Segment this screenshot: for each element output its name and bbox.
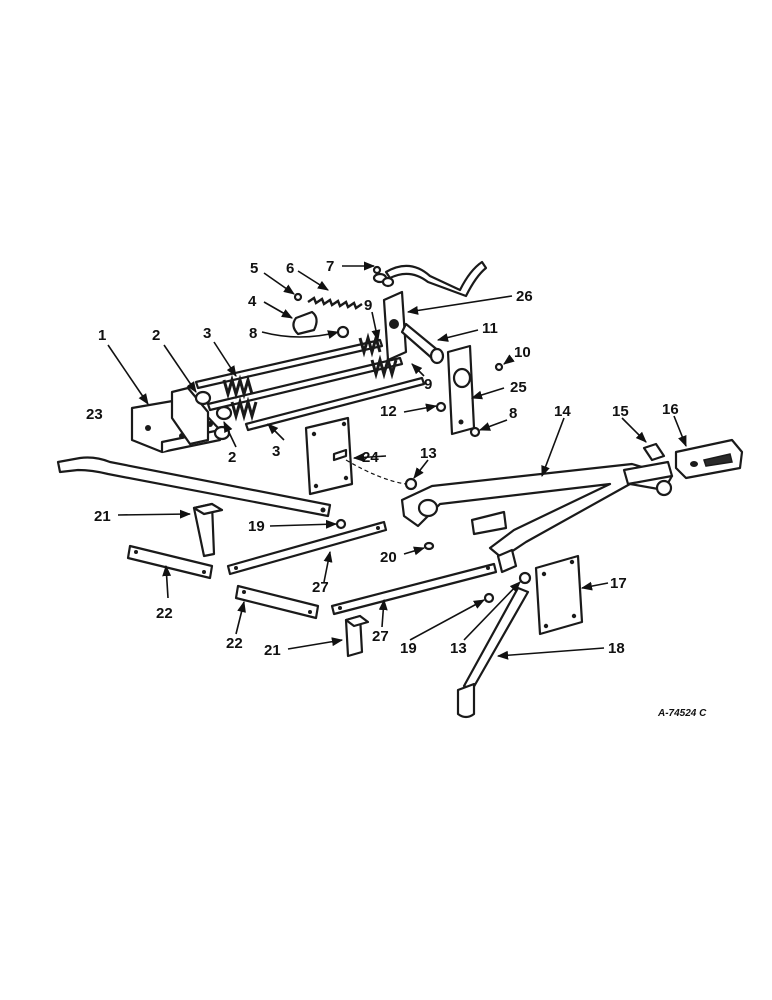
callout-23: 23 [86,406,103,423]
part-14-a-frame [400,460,674,574]
part-8-nut-top [336,325,350,339]
callout-13: 13 [450,640,467,657]
part-23-long-bar [56,456,332,518]
part-22-strap-left [126,544,214,580]
callout-24: 24 [362,449,379,466]
callout-3: 3 [272,443,280,460]
callout-15: 15 [612,403,629,420]
callout-21: 21 [94,508,111,525]
part-3-rods [194,338,426,432]
callout-18: 18 [608,640,625,657]
callout-27: 27 [312,579,329,596]
part-12-nut [435,401,447,413]
callout-11: 11 [482,320,498,337]
callout-26: 26 [516,288,533,305]
reference-code: A-74524 C [657,708,707,719]
part-20-pin [423,541,435,551]
part-26-plate [382,290,445,365]
part-5-screw [293,292,303,302]
callout-8: 8 [249,325,257,342]
callout-17: 17 [610,575,627,592]
callout-9: 9 [424,376,432,393]
callout-27: 27 [372,628,389,645]
part-15-sleeve [642,442,666,462]
callout-20: 20 [380,549,397,566]
part-7-handle [372,260,488,298]
part-24-plate [304,416,354,496]
callout-14: 14 [554,403,571,420]
part-27-strap-lower [330,562,498,616]
callout-1: 1 [98,327,106,344]
callout-13: 13 [420,445,437,462]
part-22-strap-right [234,584,320,620]
dashed-guide [345,459,407,485]
callout-6: 6 [286,260,294,277]
callout-2: 2 [152,327,160,344]
part-13-nut-upper [404,477,418,491]
part-19-nut-upper [335,518,347,530]
part-17-plate [534,554,584,636]
callout-5: 5 [250,260,258,277]
callout-22: 22 [226,635,243,652]
callout-4: 4 [248,293,257,310]
part-6-threaded-rod [307,296,363,310]
callout-3: 3 [203,325,211,342]
part-13-nut-lower [518,571,532,585]
callout-8: 8 [509,405,517,422]
part-8-nut-lower [469,426,481,438]
callout-7: 7 [326,258,334,275]
callout-21: 21 [264,642,281,659]
callout-10: 10 [514,344,531,361]
part-10-screw [494,362,504,372]
callout-12: 12 [380,403,397,420]
part-4-sleeve [292,310,318,336]
callout-2: 2 [228,449,236,466]
part-21-bracket-lower [344,614,370,658]
part-21-bracket-upper [192,502,224,558]
part-19-nut-lower [483,592,495,604]
callout-25: 25 [510,379,527,396]
part-25-plate [446,344,476,436]
leader-lines [107,261,687,660]
callout-9: 9 [364,297,372,314]
callout-16: 16 [662,401,679,418]
callout-labels: 1 2 2 3 3 4 5 6 7 8 8 9 9 10 11 12 13 13… [86,258,679,659]
part-18-brace [456,586,530,719]
callout-19: 19 [400,640,417,657]
callout-19: 19 [248,518,265,535]
part-16-clevis [674,438,744,480]
part-27-strap-upper [226,520,388,576]
part-3-springs [222,332,398,422]
callout-22: 22 [156,605,173,622]
